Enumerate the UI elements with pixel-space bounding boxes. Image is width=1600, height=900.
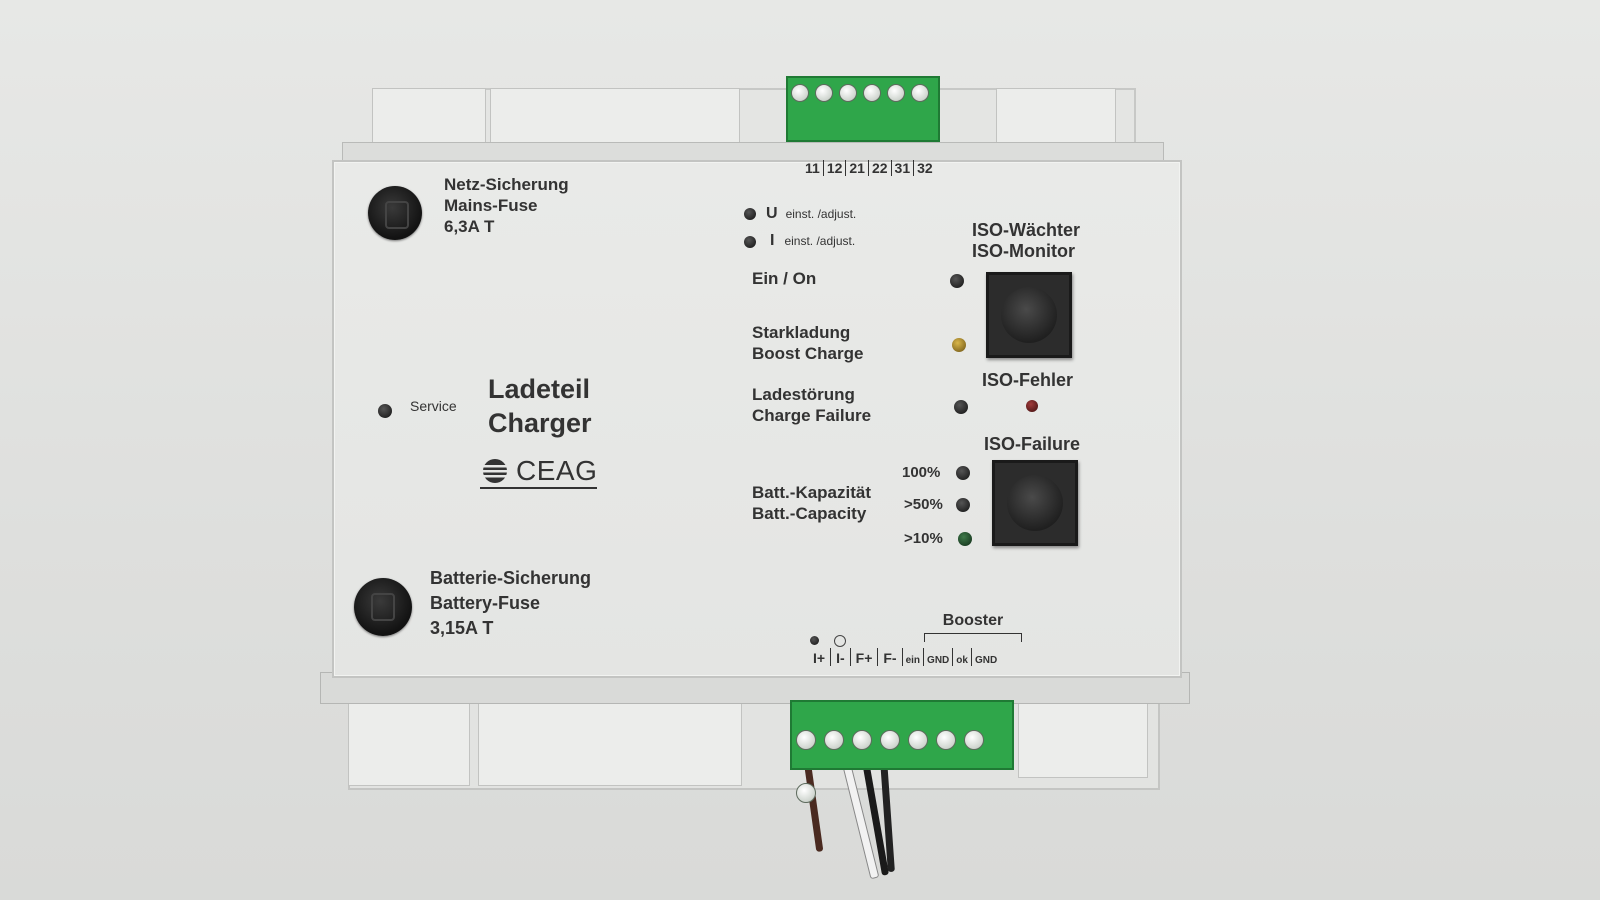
charge-failure-label-de: Ladestörung: [752, 385, 855, 404]
screw-icon[interactable]: [852, 730, 872, 750]
iso-fault-label-de: ISO-Fehler: [982, 370, 1074, 390]
housing-tab: [372, 88, 486, 144]
screw-icon[interactable]: [887, 84, 905, 102]
brand-logo: CEAG: [480, 455, 598, 489]
terminal-label: F+: [855, 650, 873, 666]
battery-capacity-label: Batt.-Kapazität Batt.-Capacity: [752, 482, 871, 524]
front-panel: [332, 160, 1182, 678]
housing-tab: [490, 88, 740, 144]
iso-monitor-label: ISO-Wächter ISO-Monitor: [972, 220, 1080, 262]
mains-fuse-holder[interactable]: [368, 186, 422, 240]
battery-fuse-label-en: Battery-Fuse: [430, 593, 541, 613]
terminal-label: GND: [974, 655, 998, 666]
top-terminal-block[interactable]: [786, 76, 940, 142]
capacity-10-label: >10%: [904, 530, 943, 547]
charge-failure-led: [954, 400, 968, 414]
bottom-terminal-labels: I+ I- F+ F- ein GND ok GND: [808, 648, 1000, 666]
capacity-50-led: [956, 498, 970, 512]
charge-failure-label: Ladestörung Charge Failure: [752, 384, 871, 426]
adjust-u-symbol: U: [766, 205, 778, 222]
service-label: Service: [410, 398, 457, 414]
capacity-100-led: [956, 466, 970, 480]
booster-label: Booster: [942, 612, 1004, 629]
adjust-u-led: [744, 208, 756, 220]
terminal-label: 22: [871, 160, 888, 176]
capacity-10-led: [958, 532, 972, 546]
battery-fuse-rating: 3,15A T: [430, 618, 494, 638]
screw-icon[interactable]: [796, 783, 816, 803]
battery-fuse-holder[interactable]: [354, 578, 412, 636]
terminal-label: 32: [917, 160, 933, 176]
screw-icon[interactable]: [880, 730, 900, 750]
terminal-label: ein: [905, 655, 921, 666]
terminal-label: ok: [956, 655, 968, 666]
boost-charge-led: [952, 338, 966, 352]
mains-fuse-rating: 6,3A T: [444, 217, 495, 236]
booster-group: Booster: [924, 610, 1022, 642]
screw-icon[interactable]: [911, 84, 929, 102]
indicator-dot-filled: [810, 636, 819, 645]
booster-bracket: [924, 633, 1022, 642]
device-title-de: Ladeteil: [488, 374, 591, 404]
terminal-label: 21: [849, 160, 865, 176]
battery-fuse-label: Batterie-Sicherung Battery-Fuse 3,15A T: [430, 566, 591, 641]
housing-tab: [996, 88, 1116, 144]
adjust-i-led: [744, 236, 756, 248]
terminal-label: 11: [805, 160, 820, 176]
device-title: Ladeteil Charger: [488, 372, 592, 440]
screw-icon[interactable]: [796, 730, 816, 750]
terminal-label: I+: [813, 650, 826, 666]
terminal-label: 12: [826, 160, 843, 176]
battery-capacity-label-de: Batt.-Kapazität: [752, 483, 872, 502]
adjust-u-text: einst. /adjust.: [785, 207, 857, 221]
battery-capacity-label-en: Batt.-Capacity: [752, 504, 867, 523]
iso-fault-label-en: ISO-Failure: [984, 434, 1081, 454]
service-led: [378, 404, 392, 418]
charge-failure-label-en: Charge Failure: [752, 406, 872, 425]
iso-monitor-button[interactable]: [986, 272, 1072, 358]
adjust-i-symbol: I: [770, 232, 775, 249]
screw-icon[interactable]: [815, 84, 833, 102]
boost-charge-label-de: Starkladung: [752, 323, 851, 342]
screw-icon[interactable]: [863, 84, 881, 102]
housing-tab: [1018, 702, 1148, 778]
mains-fuse-label-en: Mains-Fuse: [444, 196, 538, 215]
terminal-label: GND: [927, 655, 950, 666]
mains-fuse-label: Netz-Sicherung Mains-Fuse 6,3A T: [444, 174, 569, 237]
adjust-i-label: I einst. /adjust.: [770, 230, 855, 251]
iso-fault-led: [1026, 400, 1038, 412]
power-on-led: [950, 274, 964, 288]
screw-icon[interactable]: [824, 730, 844, 750]
boost-charge-label: Starkladung Boost Charge: [752, 322, 863, 364]
screw-icon[interactable]: [839, 84, 857, 102]
screw-icon[interactable]: [964, 730, 984, 750]
screw-icon[interactable]: [791, 84, 809, 102]
capacity-50-label: >50%: [904, 496, 943, 513]
indicator-dot-hollow: [834, 635, 846, 647]
capacity-100-label: 100%: [902, 464, 941, 481]
terminal-label: I-: [836, 650, 845, 666]
housing-tab: [478, 702, 742, 786]
bottom-terminal-block[interactable]: [790, 700, 1014, 803]
adjust-u-label: U einst. /adjust.: [766, 203, 856, 224]
top-terminal-labels: 11 12 21 22 31 32: [802, 160, 936, 176]
power-on-label: Ein / On: [752, 269, 817, 288]
iso-failure-button[interactable]: [992, 460, 1078, 546]
terminal-label: F-: [883, 650, 897, 666]
terminal-label: 31: [894, 160, 911, 176]
battery-fuse-label-de: Batterie-Sicherung: [430, 568, 592, 588]
screw-icon[interactable]: [936, 730, 956, 750]
brand-name: CEAG: [516, 455, 598, 486]
ceag-logo-icon: [482, 459, 508, 483]
screw-icon[interactable]: [908, 730, 928, 750]
adjust-i-text: einst. /adjust.: [784, 234, 856, 248]
device-title-en: Charger: [488, 408, 592, 438]
mains-fuse-label-de: Netz-Sicherung: [444, 175, 569, 194]
housing-tab: [348, 702, 470, 786]
iso-monitor-label-de: ISO-Wächter: [972, 220, 1081, 240]
boost-charge-label-en: Boost Charge: [752, 344, 864, 363]
iso-monitor-label-en: ISO-Monitor: [972, 241, 1075, 261]
